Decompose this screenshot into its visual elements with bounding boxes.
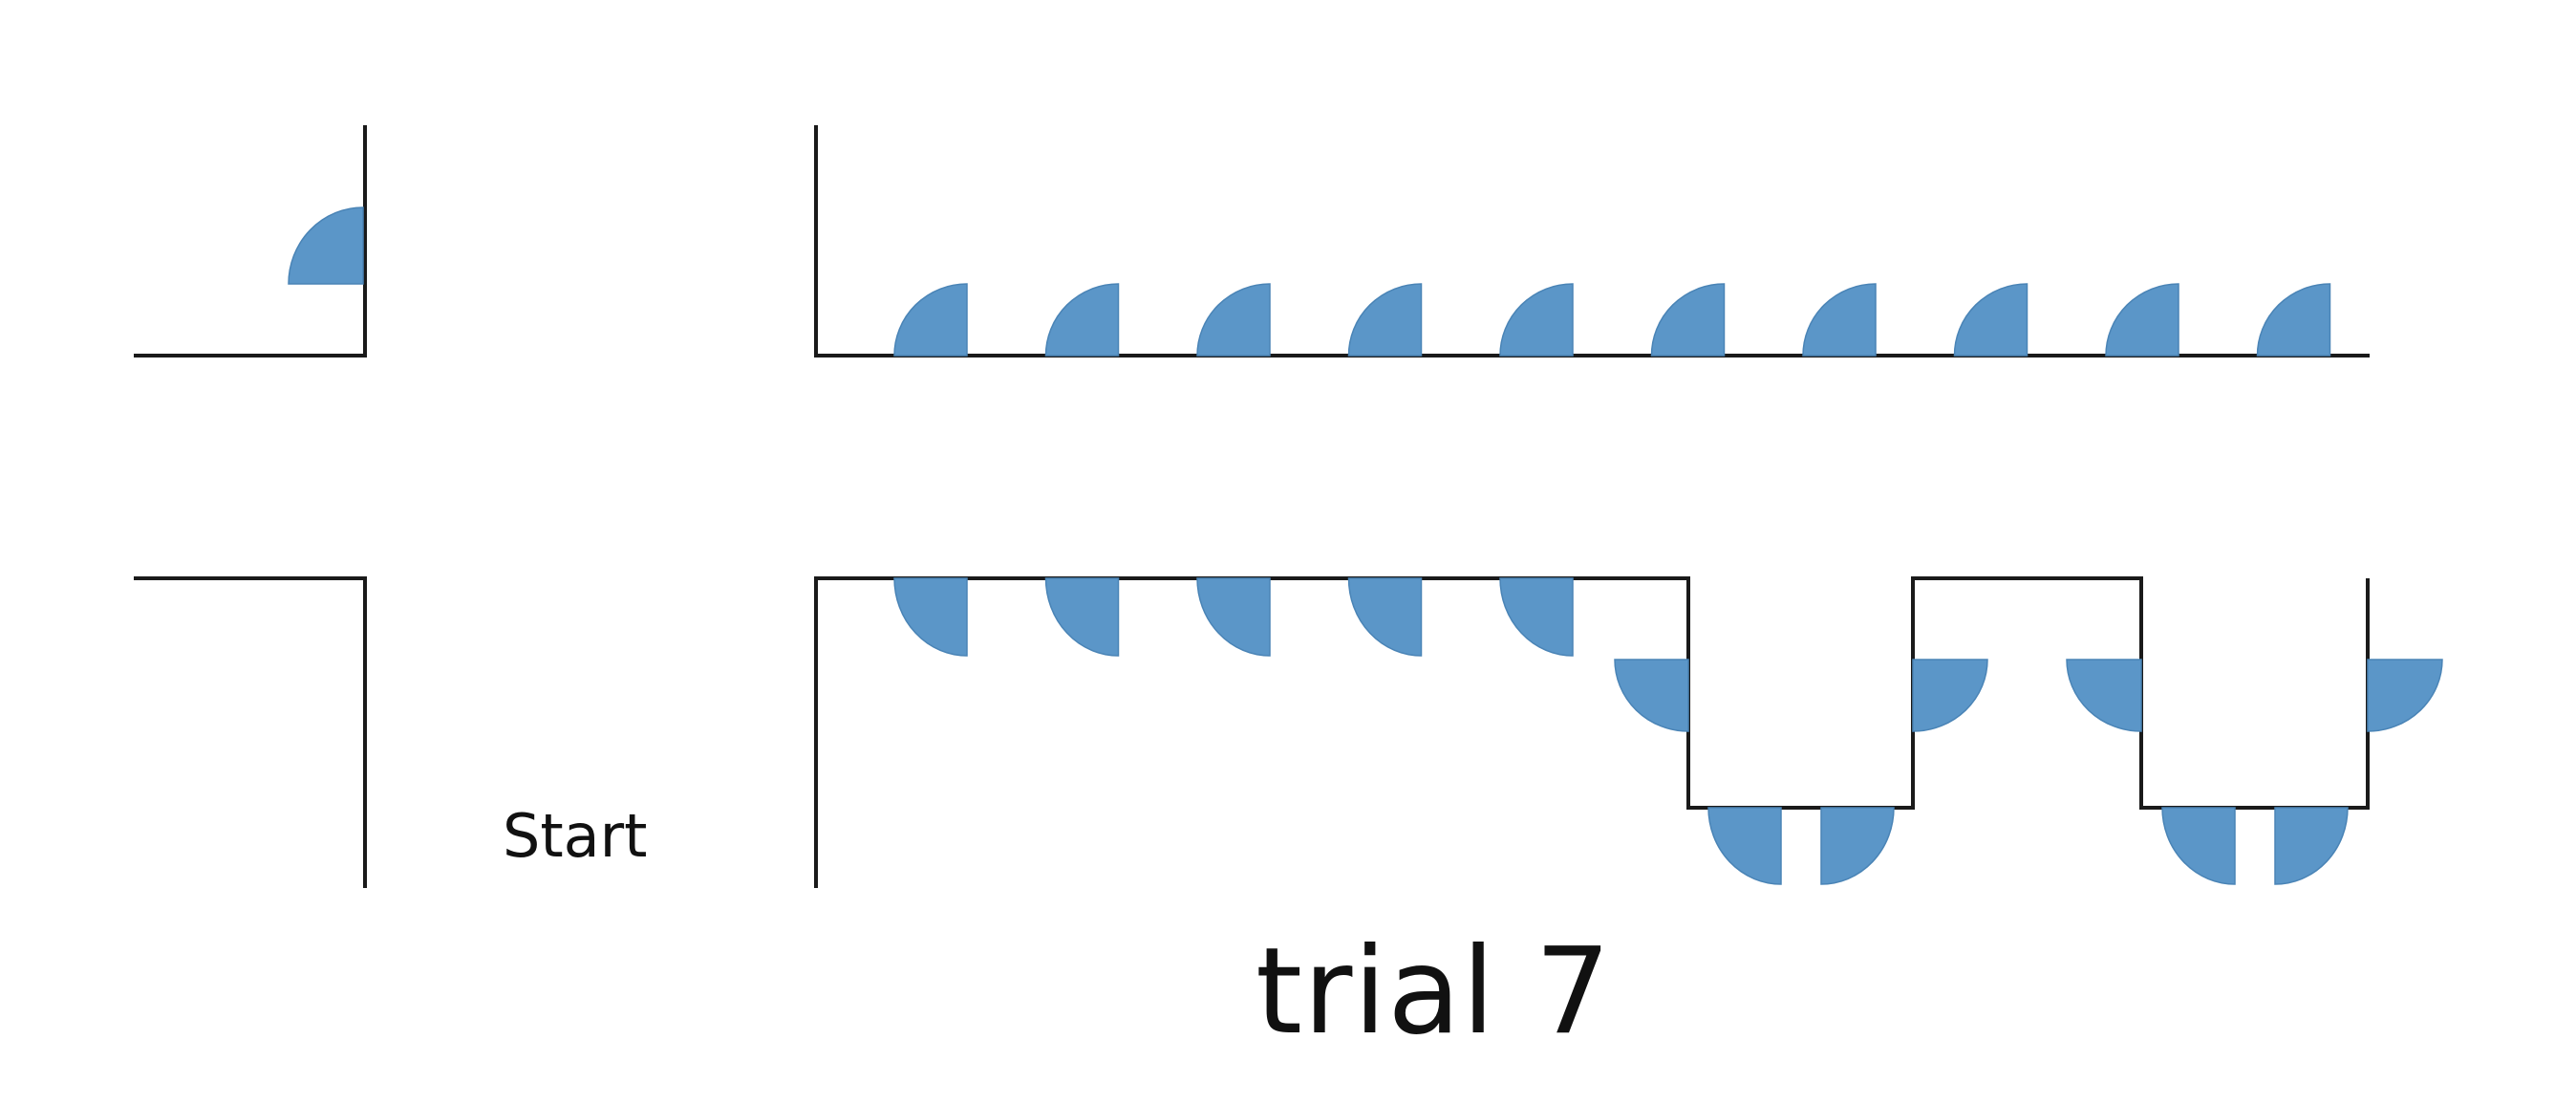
door-leaf [2274,807,2349,885]
door-leaf [2367,659,2443,732]
top-door-row [893,283,2331,357]
door-leaf [1614,659,1689,732]
wall-segment [134,576,367,888]
bottom-door-row [893,577,1574,657]
top-left-corner [134,125,367,358]
wall-segment [134,125,367,358]
door-leaf [1953,283,2029,357]
door-leaf [893,283,968,357]
door-leaf [1499,577,1574,657]
top-corridor [814,125,2370,358]
door-leaf [1912,659,1988,732]
door-leaf [893,577,968,657]
door-leaf [1044,283,1120,357]
door-leaf [1347,577,1423,657]
door-leaf [1707,807,1782,885]
door-leaf [1820,807,1895,885]
bottom-corridor [814,576,2443,888]
door-leaf [1650,283,1726,357]
start-label: Start [503,801,648,871]
door-leaf [2105,283,2179,357]
door-leaf [2161,807,2236,885]
door-leaf [1347,283,1423,357]
door-leaf [288,206,364,285]
door-leaf [1499,283,1574,357]
door-leaf [1196,577,1271,657]
door-leaf [1802,283,1877,357]
door-leaf [1044,577,1120,657]
door-leaf [2066,659,2142,732]
bottom-left-corner [134,576,367,888]
door-leaf [2256,283,2331,357]
wall-segment [814,576,2370,888]
trial-caption: trial 7 [1256,922,1612,1061]
door-leaf [1196,283,1271,357]
